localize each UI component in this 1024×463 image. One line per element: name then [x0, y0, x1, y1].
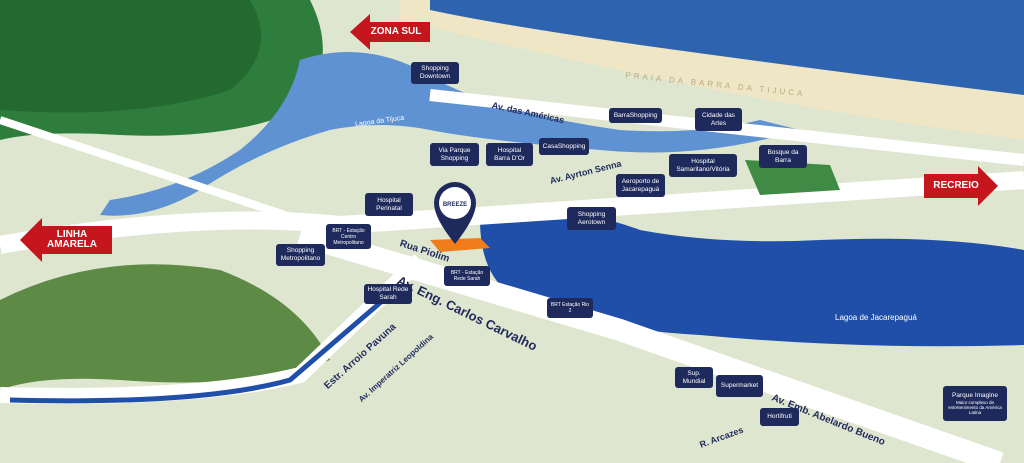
landmark-hospital-perinatal[interactable]: Hospital Perinatal — [365, 193, 413, 216]
landmark-hortifruti[interactable]: Hortifruti — [760, 408, 799, 426]
landmark-bosque-da-barra[interactable]: Bosque da Barra — [759, 145, 807, 168]
landmark-supermarket[interactable]: Supermarket — [716, 375, 763, 397]
landmark-aeroporto[interactable]: Aeroporto de Jacarepaguá — [616, 174, 665, 197]
landmark-hospital-rede-sarah[interactable]: Hospital Rede Sarah — [364, 284, 412, 304]
recreio-arrow[interactable]: RECREIO — [924, 166, 998, 206]
landmark-shopping-aerotown[interactable]: Shopping Aerotown — [567, 207, 616, 230]
landmark-sup-mundial[interactable]: Sup. Mundial — [675, 367, 713, 388]
lagoa-jacarepagua-label: Lagoa de Jacarepaguá — [835, 313, 917, 322]
landmark-brt-centro-metropolitano[interactable]: BRT - Estação Centro Metropolitano — [326, 224, 371, 249]
landmark-brt-rede-sarah[interactable]: BRT - Estação Rede Sarah — [444, 266, 490, 286]
linha-amarela-arrow[interactable]: LINHA AMARELA — [20, 218, 112, 262]
zona-sul-arrow[interactable]: ZONA SUL — [350, 14, 430, 50]
landmark-cidade-das-artes[interactable]: Cidade das Artes — [695, 108, 742, 131]
landmark-shopping-metropolitano[interactable]: Shopping Metropolitano — [276, 244, 325, 266]
landmark-via-parque[interactable]: Via Parque Shopping — [430, 143, 479, 166]
landmark-parque-imagine[interactable]: Parque Imagine Maior complexo de entrete… — [943, 386, 1007, 421]
breeze-logo-text: BREEZE — [442, 202, 468, 208]
parque-imagine-subtitle: Maior complexo de entretenimento da Amér… — [948, 400, 1002, 415]
landmark-barrashopping[interactable]: BarraShopping — [609, 108, 662, 123]
linha-amarela-label: LINHA AMARELA — [47, 229, 97, 250]
landmark-brt-rio-2[interactable]: BRT Estação Rio 2 — [547, 298, 593, 318]
zona-sul-label: ZONA SUL — [370, 26, 422, 37]
landmark-hospital-samaritano[interactable]: Hospital Samaritano/Vitória — [669, 154, 737, 177]
landmark-casashopping[interactable]: CasaShopping — [539, 138, 589, 155]
landmark-hospital-barra-dor[interactable]: Hospital Barra D'Or — [486, 143, 533, 166]
parque-imagine-title: Parque Imagine — [952, 392, 998, 399]
recreio-label: RECREIO — [933, 180, 979, 191]
landmark-shopping-downtown[interactable]: Shopping Downtown — [411, 62, 459, 84]
map-pin-icon — [434, 182, 476, 244]
breeze-location-pin[interactable]: BREEZE — [432, 180, 478, 246]
